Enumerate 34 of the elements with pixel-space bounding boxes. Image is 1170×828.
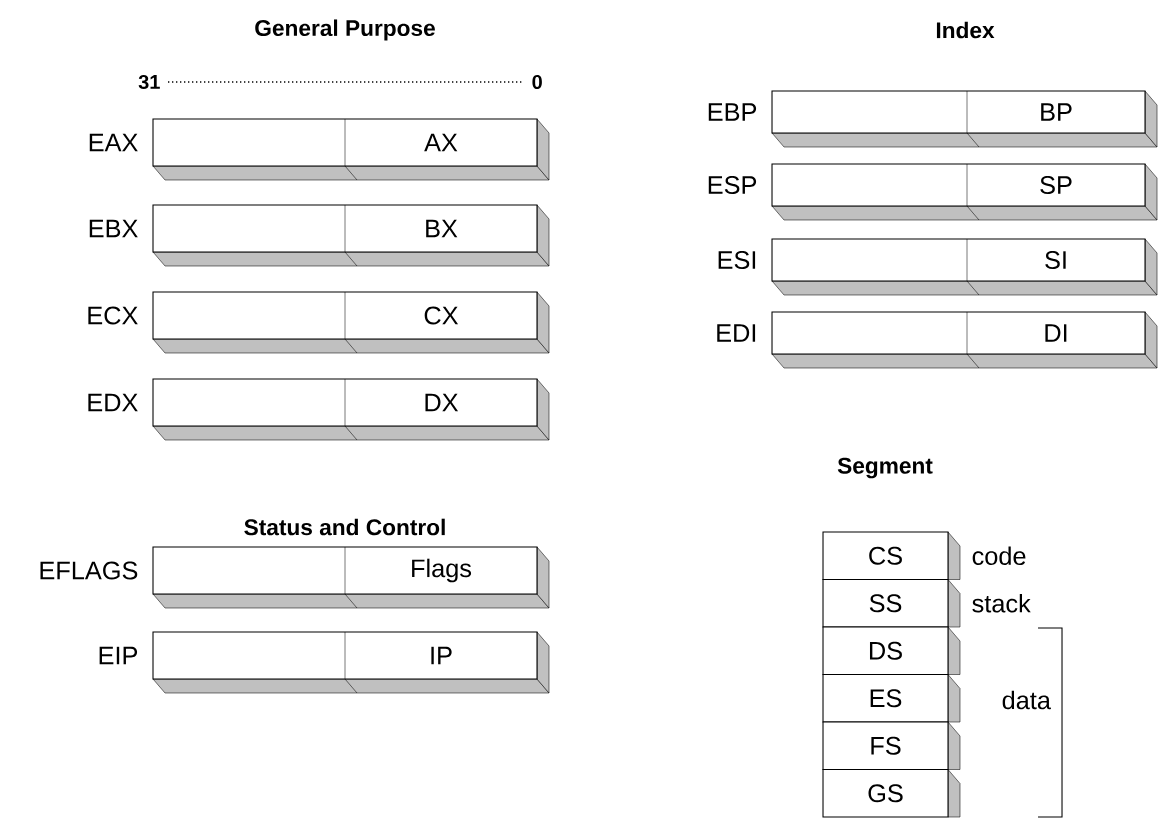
register-box: DX: [152, 378, 550, 441]
register-box: Flags: [152, 546, 550, 609]
register-box: SP: [771, 163, 1158, 221]
segment-purpose: stack: [972, 593, 1031, 613]
segment-register-cell: FS: [822, 721, 961, 771]
bracket-label: data: [1002, 690, 1051, 710]
register-box: BP: [771, 90, 1158, 148]
register-name: EFLAGS: [40, 561, 138, 580]
segment-register-cell: CS: [822, 531, 961, 581]
segment-register-cell: DS: [822, 626, 961, 676]
segment-register-cell: GS: [822, 768, 961, 818]
register-box: AX: [152, 118, 550, 181]
register-box: BX: [152, 204, 550, 267]
section-heading: Index: [936, 21, 995, 39]
segment-purpose: code: [972, 546, 1026, 566]
register-name: EIP: [99, 646, 138, 665]
segment-register-cell: SS: [822, 578, 961, 628]
register-name: EBP: [708, 103, 757, 121]
bit-number: 0: [532, 74, 542, 90]
section-heading: Segment: [837, 457, 933, 479]
register-name: EDX: [88, 393, 138, 412]
register-box: IP: [152, 631, 550, 694]
register-name: EBX: [89, 219, 138, 238]
register-name: ESP: [708, 176, 757, 194]
section-heading: General Purpose: [255, 19, 435, 41]
register-box: SI: [771, 238, 1158, 296]
segment-register-cell: ES: [822, 673, 961, 723]
register-name: EDI: [717, 324, 756, 342]
register-box: DI: [771, 311, 1158, 369]
bit-number: 31: [138, 74, 160, 90]
register-box: CX: [152, 291, 550, 354]
register-name: ESI: [718, 251, 756, 269]
register-name: EAX: [89, 133, 138, 152]
register-name: ECX: [88, 306, 138, 325]
